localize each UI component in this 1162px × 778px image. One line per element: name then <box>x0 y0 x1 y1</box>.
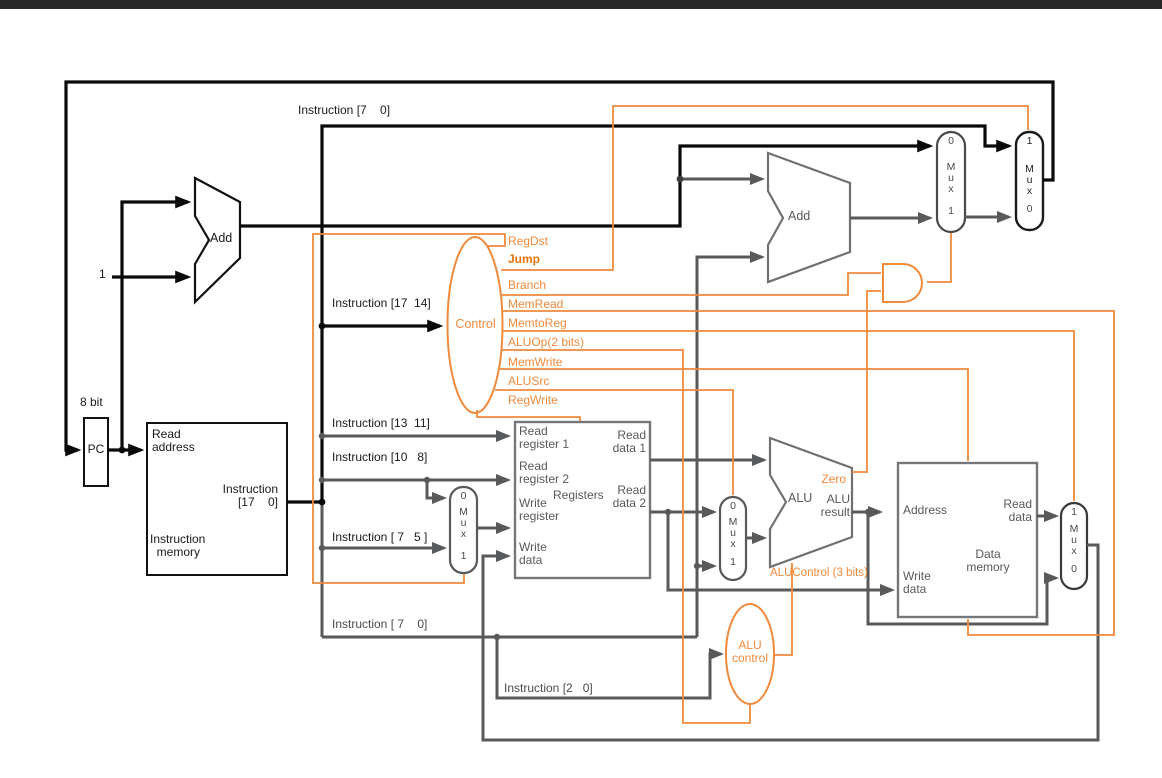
instr-jump-addr-label: Instruction [7 0] <box>298 103 391 117</box>
mux-branch-input-1: 1 <box>948 205 954 217</box>
alu-label: ALU <box>788 491 813 505</box>
dmem-read-data-port: Read data <box>1003 497 1032 524</box>
signal-memwrite: MemWrite <box>508 355 563 369</box>
reg-write-register-port: Write register <box>519 496 560 523</box>
mux-alusrc-name: M u x <box>728 516 738 550</box>
reg-write-data-port: Write data <box>519 540 547 567</box>
imem-read-address-port: Read address <box>152 427 195 454</box>
and-gate <box>882 263 923 303</box>
window-top-bar <box>0 0 1162 9</box>
mux-alusrc-input-0: 0 <box>730 500 736 512</box>
pc-box <box>83 417 109 487</box>
alu-shape <box>768 436 854 569</box>
imem-instruction-out-port: Instruction [17 0] <box>222 482 278 509</box>
data-memory-box <box>896 461 1039 619</box>
reg-read-data1-port: Read data 1 <box>612 428 646 455</box>
signal-aluop: ALUOp(2 bits) <box>508 335 585 349</box>
mux-regdst <box>448 485 479 575</box>
instr-funct-label: Instruction [2 0] <box>504 681 593 695</box>
mux-branch <box>935 130 967 234</box>
instr-write-reg-label: Instruction [ 7 5 ] <box>332 530 428 544</box>
instr-read-reg2-label: Instruction [10 8] <box>332 450 428 464</box>
imem-title: Instruction memory <box>150 532 206 559</box>
mux-jump-name: M u x <box>1025 163 1034 197</box>
pc-adder-shape <box>193 176 242 305</box>
signal-regdst: RegDst <box>508 234 549 248</box>
pc-label: PC <box>87 442 105 456</box>
pc-wires <box>64 80 1055 504</box>
reg-read-register1-port: Read register 1 <box>519 424 570 451</box>
data-wires <box>320 173 1100 742</box>
alu-control-title: ALU control <box>731 638 769 665</box>
mux-branch-name: M u x <box>946 161 956 195</box>
alu-zero-flag: Zero <box>821 472 846 486</box>
mux-branch-input-0: 0 <box>948 135 954 147</box>
registers-box <box>513 420 652 580</box>
registers-title: Registers <box>553 488 604 502</box>
mux-memtoreg-input-1: 1 <box>1071 506 1077 518</box>
instruction-memory-box <box>146 422 288 576</box>
alu-control-ellipse <box>725 603 775 705</box>
mux-jump-input-0: 0 <box>1026 203 1033 215</box>
control-ellipse <box>446 236 504 414</box>
reg-read-register2-port: Read register 2 <box>519 459 570 486</box>
junction-dots <box>118 175 872 641</box>
signal-alusrc: ALUSrc <box>508 374 550 388</box>
mux-regdst-input-1: 1 <box>460 550 467 562</box>
control-wires <box>312 105 1115 724</box>
instr-read-reg1-label: Instruction [13 11] <box>332 416 430 430</box>
signal-memread: MemRead <box>508 297 564 311</box>
mux-regdst-input-0: 0 <box>460 490 467 502</box>
signal-branch: Branch <box>508 278 547 292</box>
mux-alusrc-input-1: 1 <box>730 556 736 568</box>
control-unit-label: Control <box>455 317 496 331</box>
dmem-title: Data memory <box>966 547 1010 574</box>
branch-adder-label: Add <box>788 209 811 223</box>
instr-immediate-label: Instruction [ 7 0] <box>332 617 428 631</box>
alu-result-label: ALU result <box>820 492 850 519</box>
instr-opcode-label: Instruction [17 14] <box>332 296 431 310</box>
signal-jump: Jump <box>508 252 541 266</box>
signal-regwrite: RegWrite <box>508 393 558 407</box>
signal-memtoreg: MemtoReg <box>508 316 567 330</box>
pc-width-note: 8 bit <box>80 395 103 409</box>
reg-read-data2-port: Read data 2 <box>612 483 646 510</box>
mux-memtoreg-input-0: 0 <box>1071 563 1077 575</box>
mux-memtoreg-name: M u x <box>1069 523 1079 557</box>
pc-adder-label: Add <box>210 231 233 245</box>
alu-control-bus-label: ALUControl (3 bits) <box>770 567 868 579</box>
branch-adder-shape <box>766 151 852 284</box>
mux-regdst-name: M u x <box>459 506 468 540</box>
mux-jump-input-1: 1 <box>1026 135 1033 147</box>
dmem-address-port: Address <box>903 503 948 517</box>
pc-increment-constant: 1 <box>99 267 106 281</box>
dmem-write-data-port: Write data <box>903 569 931 596</box>
